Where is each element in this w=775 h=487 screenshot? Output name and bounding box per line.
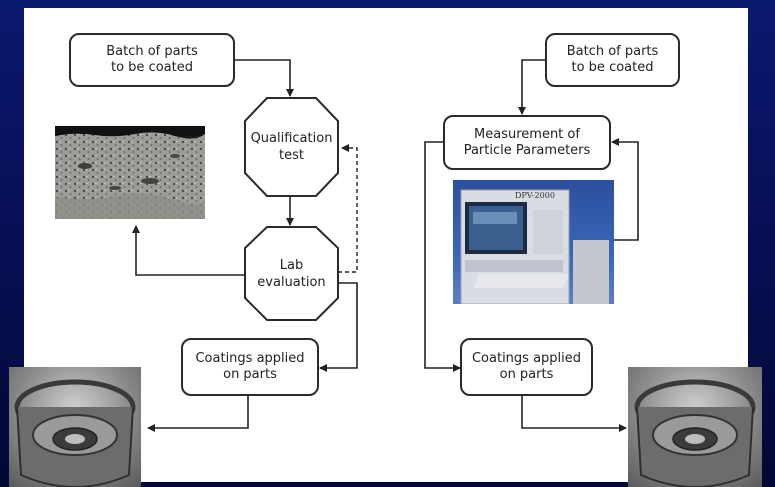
coating-micrograph-image — [55, 126, 205, 219]
sensor-model-label: DPV-2000 — [515, 191, 555, 200]
arrow-batch-to-measurement — [518, 59, 545, 115]
arrow-sensor-feedback — [611, 138, 639, 241]
coatings-applied-box-right: Coatings applied on parts — [460, 338, 593, 396]
part-drawing-right — [634, 379, 756, 487]
measurement-box: Measurement of Particle Parameters — [443, 115, 611, 170]
arrow-lab-to-coatings — [319, 282, 358, 372]
arrow-batch-to-qualification — [235, 59, 294, 97]
diagram-panel — [24, 8, 748, 482]
part-drawing-left — [14, 379, 136, 487]
arrow-measurement-to-coatings — [424, 141, 461, 372]
sensor-drawing — [460, 189, 609, 304]
arrow-lab-to-micrograph — [132, 225, 245, 276]
combustor-part-image-left — [9, 367, 141, 487]
micrograph-texture — [55, 126, 205, 219]
batch-of-parts-box-right: Batch of parts to be coated — [545, 33, 680, 87]
arrow-coatings-to-part-left — [147, 395, 249, 432]
coatings-applied-box-left: Coatings applied on parts — [181, 338, 319, 396]
qualification-test-label: Qualification test — [250, 131, 333, 163]
particle-sensor-image: DPV-2000 — [453, 180, 614, 304]
batch-of-parts-box-left: Batch of parts to be coated — [69, 33, 235, 87]
arrow-coatings-to-part-right — [521, 395, 627, 432]
lab-octagon — [244, 226, 339, 321]
lab-evaluation-label: Lab evaluation — [257, 257, 326, 290]
dashed-feedback-arrow — [338, 144, 358, 273]
qualification-octagon — [244, 97, 339, 197]
combustor-part-image-right — [628, 367, 762, 487]
